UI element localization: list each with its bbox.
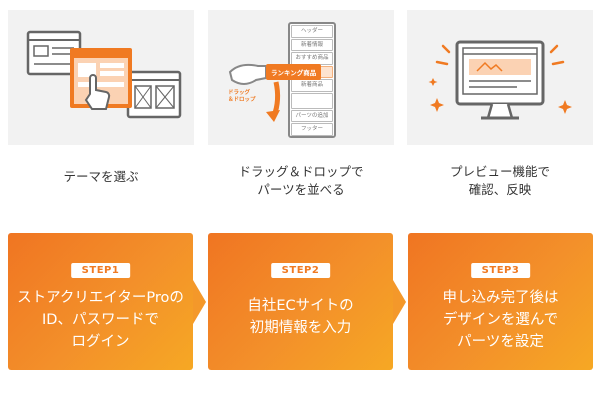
step-2-card: STEP2 自社ECサイトの 初期情報を入力 bbox=[208, 233, 393, 370]
dragged-item: ランキング商品 bbox=[266, 64, 322, 80]
monitor-preview-icon bbox=[428, 40, 572, 120]
step-text: ストアクリエイターProの ID、パスワードで ログイン bbox=[17, 290, 184, 350]
step-badge: STEP3 bbox=[470, 263, 531, 278]
feature-caption-preview: プレビュー機能で 確認、反映 bbox=[449, 164, 550, 197]
step-badge: STEP1 bbox=[70, 263, 131, 278]
theme-illustration-panel bbox=[8, 10, 194, 145]
step-text: 申し込み完了後は デザインを選んで パーツを設定 bbox=[442, 290, 559, 350]
parts-list-item: 新着情報 bbox=[291, 38, 333, 51]
step-3-card: STEP3 申し込み完了後は デザインを選んで パーツを設定 bbox=[408, 233, 593, 370]
preview-illustration-panel bbox=[407, 10, 593, 145]
theme-windows-icon bbox=[26, 30, 182, 119]
empty-slot bbox=[291, 92, 333, 109]
drag-drop-label: ドラッグ ＆ドロップ bbox=[228, 90, 256, 103]
drag-drop-illustration-panel: ヘッダー 新着情報 おすすめ商品 新着商品 パーツの追加 フッター ランキング商… bbox=[208, 10, 394, 145]
parts-list-item: ヘッダー bbox=[291, 25, 333, 38]
parts-list: ヘッダー 新着情報 おすすめ商品 新着商品 パーツの追加 フッター bbox=[288, 22, 336, 138]
step-arrow bbox=[393, 280, 406, 324]
feature-caption-drag-drop: ドラッグ＆ドロップで パーツを並べる bbox=[238, 164, 364, 197]
parts-list-item: パーツの追加 bbox=[291, 109, 333, 122]
feature-caption-theme: テーマを選ぶ bbox=[63, 169, 139, 184]
step-text: 自社ECサイトの 初期情報を入力 bbox=[247, 298, 354, 336]
step-1-card: STEP1 ストアクリエイターProの ID、パスワードで ログイン bbox=[8, 233, 193, 370]
step-arrow bbox=[193, 280, 206, 324]
step-badge: STEP2 bbox=[270, 263, 331, 278]
parts-list-item: フッター bbox=[291, 123, 333, 136]
